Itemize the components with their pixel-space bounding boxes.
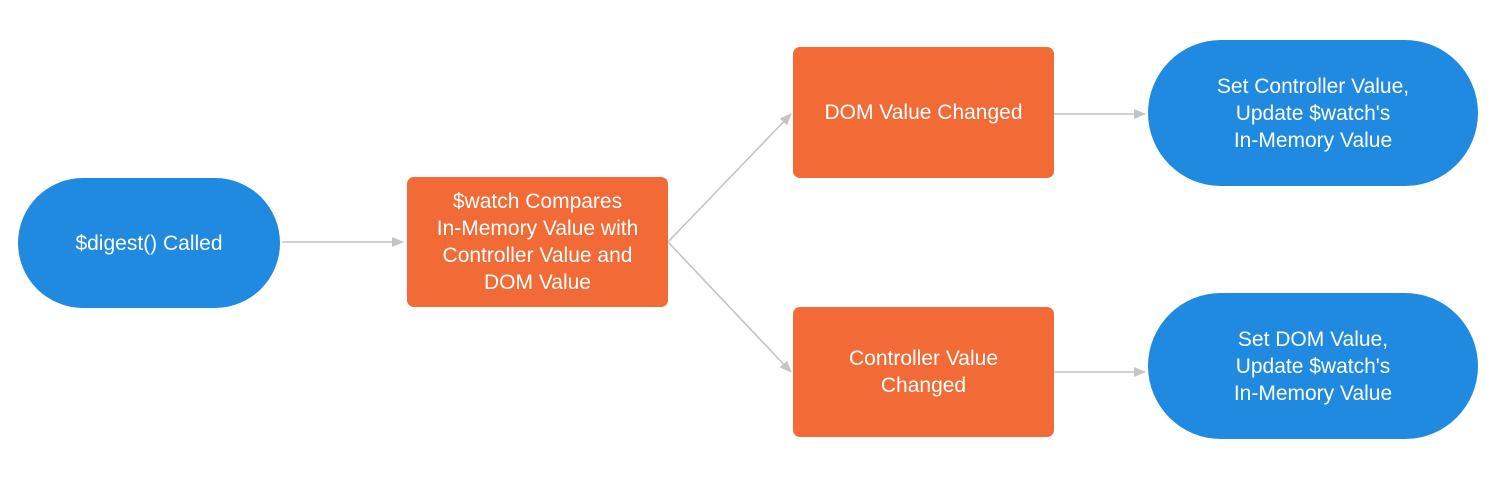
watch-compares-label: $watch Compares In-Memory Value with Con…: [436, 190, 639, 294]
connector-watch-compares-to-controller-value-changed: [667, 241, 792, 373]
dom-value-changed-label: DOM Value Changed: [824, 101, 1023, 124]
watch-compares-node: $watch Compares In-Memory Value with Con…: [407, 177, 668, 307]
digest-called-node: $digest() Called: [18, 178, 280, 308]
controller-value-changed-label: Controller Value Changed: [848, 347, 999, 397]
connector-watch-compares-to-dom-value-changed: [667, 113, 792, 243]
controller-value-changed-node: Controller Value Changed: [793, 307, 1054, 437]
set-controller-value-node: Set Controller Value, Update $watch's In…: [1148, 40, 1478, 186]
set-dom-value-label: Set DOM Value, Update $watch's In-Memory…: [1233, 327, 1393, 405]
dom-value-changed-node: DOM Value Changed: [793, 47, 1054, 178]
set-controller-value-label: Set Controller Value, Update $watch's In…: [1216, 74, 1410, 152]
set-dom-value-node: Set DOM Value, Update $watch's In-Memory…: [1148, 293, 1478, 439]
digest-called-label: $digest() Called: [75, 231, 223, 255]
